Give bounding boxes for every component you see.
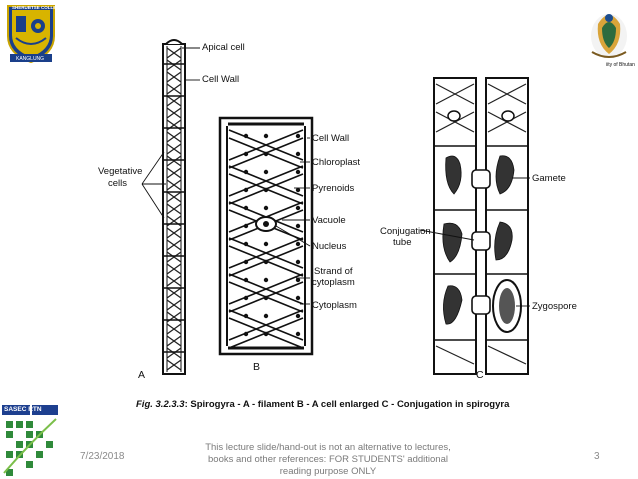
panel-letter-a: A [138,369,146,381]
label-vegetative: Vegetative [98,166,143,177]
label-cytoplasm: Cytoplasm [312,300,357,311]
footer-note: This lecture slide/hand-out is not an al… [205,442,451,477]
cell-enlarged-b [218,116,314,356]
label-strand-of: Strand of [314,266,353,277]
label-chloroplast: Chloroplast [312,157,361,168]
panel-letter-c: C [476,369,484,381]
caption-fig-number: Fig. 3.2.3.3 [136,399,185,410]
label-conjugation-tube: tube [393,237,412,248]
label-vegetative-cells: cells [108,178,128,189]
filament-a [162,39,186,375]
label-strand-cytoplasm: cytoplasm [312,277,355,288]
footer-date: 7/23/2018 [80,451,125,462]
college-logo-top-text: SHERUBTSE COLLEGE [12,5,63,10]
conjugation-c [433,77,529,375]
label-pyrenoids: Pyrenoids [312,183,355,194]
label-zygospore: Zygospore [532,301,577,312]
caption-text: : Spirogyra - A - filament B - A cell en… [184,399,510,410]
label-conjugation: Conjugation [380,226,431,237]
label-vacuole: Vacuole [312,215,346,226]
label-apical-cell: Apical cell [202,42,245,53]
college-logo-bottom-text: KANGLUNG [16,56,45,62]
sasec-logo-text: SASEC RTN [4,406,42,413]
university-logo [591,14,627,58]
label-cell-wall-b: Cell Wall [312,133,350,144]
label-gamete: Gamete [532,173,566,184]
panel-letter-b: B [253,361,261,373]
figure-caption: Fig. 3.2.3.3: Spirogyra - A - filament B… [136,399,556,410]
college-logo [7,5,55,64]
label-nucleus: Nucleus [312,241,347,252]
label-cell-wall-a: Cell Wall [202,74,240,85]
sasec-logo [2,405,58,476]
spirogyra-figure [141,39,530,375]
page-number: 3 [594,451,600,462]
university-logo-text: iity of Bhutan [606,62,635,68]
